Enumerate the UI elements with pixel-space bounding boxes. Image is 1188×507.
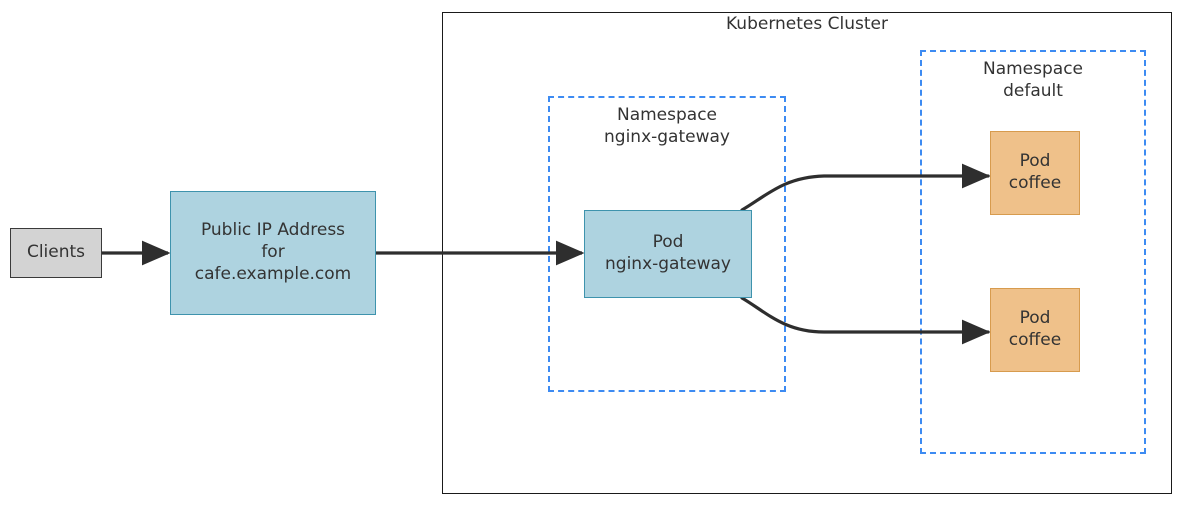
namespace-nginx-gateway-label: Namespace nginx-gateway <box>604 105 730 148</box>
kubernetes-cluster-label: Kubernetes Cluster <box>726 14 888 34</box>
node-pod-nginx-gateway[interactable]: Pod nginx-gateway <box>584 210 752 298</box>
namespace-default-label: Namespace default <box>982 59 1084 102</box>
namespace-nginx-gateway-container <box>548 96 786 392</box>
node-pod-coffee-1[interactable]: Pod coffee <box>990 131 1080 215</box>
node-public-ip-address[interactable]: Public IP Address for cafe.example.com <box>170 191 376 315</box>
node-pod-coffee-2[interactable]: Pod coffee <box>990 288 1080 372</box>
namespace-default-container <box>920 50 1146 454</box>
node-clients[interactable]: Clients <box>10 228 102 278</box>
